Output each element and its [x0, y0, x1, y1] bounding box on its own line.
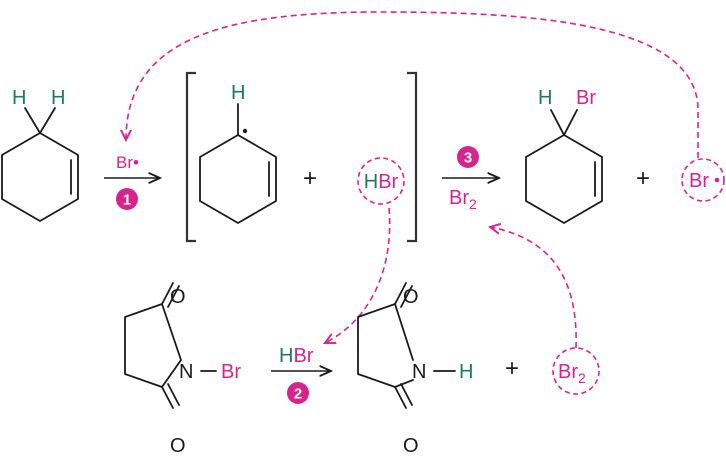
step-2-badge [287, 382, 309, 404]
step-2-badge-label: 2 [294, 386, 302, 403]
step-3-arrow: 3 Br2 [442, 146, 499, 212]
oxygen-atom: O [403, 435, 419, 457]
step-1-badge-label: 1 [123, 192, 131, 209]
step-1-arrow: Br• 1 [104, 153, 160, 210]
step-3-badge-label: 3 [464, 150, 472, 167]
svg-text:HBr: HBr [364, 171, 399, 193]
allylic-radical-molecule: H [199, 82, 277, 224]
hbr-transfer-arrow [325, 207, 391, 343]
nbs-molecule: O O N Br [124, 282, 241, 457]
succinimide-molecule: O O N H [357, 282, 473, 457]
radical-dot [714, 177, 720, 183]
nitrogen-atom: N [412, 361, 426, 383]
bromine-atom: Br [221, 361, 241, 383]
hydrogen-atom: H [459, 361, 473, 383]
hydrogen-atom: H [538, 87, 552, 109]
plus-sign: + [636, 165, 650, 192]
br-radical-recycle-arrow [126, 11, 699, 158]
hydrogen-atom: H [12, 87, 26, 109]
svg-text:HBr: HBr [279, 345, 314, 367]
plus-sign: + [505, 355, 519, 382]
oxygen-atom: O [403, 286, 419, 308]
br2-circled: Br2 [552, 347, 600, 395]
plus-sign: + [303, 165, 317, 192]
oxygen-atom: O [170, 286, 186, 308]
step-1-badge [116, 188, 138, 210]
bromocyclohexene-molecule: H Br [525, 87, 603, 224]
step-3-badge [457, 146, 479, 168]
br2-reagent: Br2 [449, 187, 477, 212]
cyclohexene-molecule: H H [1, 87, 79, 222]
hbr-circled: HBr [357, 157, 405, 205]
hydrogen-atom: H [51, 87, 65, 109]
bromine-atom: Br [689, 170, 709, 192]
right-bracket [407, 71, 418, 243]
oxygen-atom: O [170, 435, 186, 457]
hydrogen-atom: H [364, 171, 378, 193]
br-radical-reagent: Br• [116, 153, 139, 172]
br-radical-circled: Br [681, 158, 725, 202]
left-bracket [185, 71, 196, 243]
br2-transfer-arrow [490, 227, 577, 349]
bromine-atom: Br [378, 171, 398, 193]
hydrogen-atom: H [279, 345, 293, 367]
nitrogen-atom: N [179, 361, 193, 383]
radical-dot [242, 128, 248, 134]
step-2-arrow: HBr 2 [271, 345, 331, 404]
hydrogen-atom: H [231, 82, 245, 104]
bromine-atom: Br [293, 345, 313, 367]
bromine-atom: Br [576, 87, 596, 109]
bromine-molecule: Br2 [558, 361, 586, 386]
